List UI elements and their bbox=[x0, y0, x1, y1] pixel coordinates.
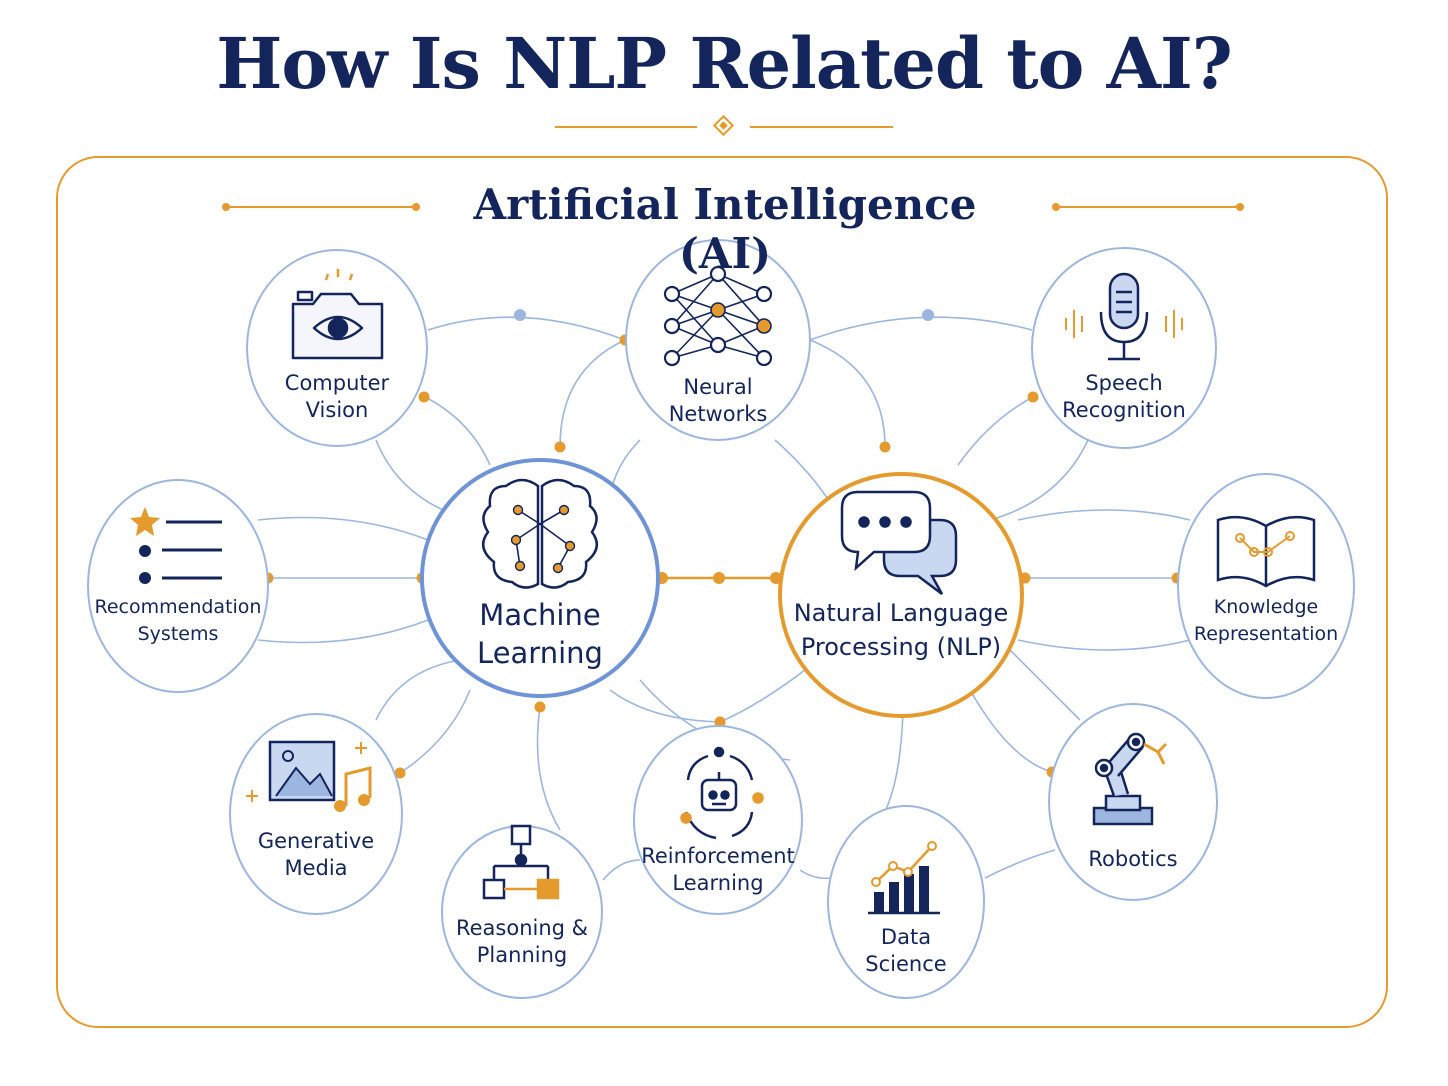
open-book-graph-icon bbox=[1216, 515, 1316, 588]
node-neural-networks: Neural Networks bbox=[668, 375, 768, 426]
bar-chart-trend-icon bbox=[868, 841, 940, 915]
node-computer-vision: Computer Vision bbox=[284, 371, 390, 422]
title-ornament bbox=[555, 114, 893, 137]
nlp-circle bbox=[778, 472, 1024, 718]
ml-nlp-link bbox=[656, 572, 782, 584]
robot-cycle-icon bbox=[680, 746, 764, 840]
node-machine-learning: Machine Learning bbox=[477, 598, 603, 670]
microphone-icon bbox=[1065, 272, 1183, 361]
star-list-icon bbox=[130, 507, 222, 584]
node-generative-media: Generative Media bbox=[257, 829, 375, 880]
node-nlp: Natural Language Processing (NLP) bbox=[793, 599, 1009, 661]
neural-network-icon bbox=[663, 265, 773, 367]
node-reinforcement-learning: Reinforcement Learning bbox=[641, 844, 795, 895]
ml-circle bbox=[420, 458, 660, 698]
ai-container-title: Artificial Intelligence (AI) bbox=[473, 180, 977, 278]
robot-arm-icon bbox=[1092, 732, 1168, 826]
flowchart-icon bbox=[482, 824, 560, 900]
subtitle-ornament bbox=[222, 203, 1244, 211]
node-data-science: Data Science bbox=[865, 925, 947, 976]
node-recommendation-systems: Recommendation Systems bbox=[94, 596, 262, 645]
ai-container-frame bbox=[56, 156, 1388, 1028]
brain-circuit-icon bbox=[481, 478, 599, 589]
node-reasoning-planning: Reasoning & Planning bbox=[455, 916, 589, 967]
node-knowledge-representation: Knowledge Representation bbox=[1193, 596, 1339, 645]
image-music-icon bbox=[246, 740, 372, 812]
chat-bubbles-icon bbox=[840, 490, 958, 595]
node-robotics: Robotics bbox=[1088, 847, 1178, 871]
node-speech-recognition: Speech Recognition bbox=[1062, 371, 1186, 422]
camera-eye-icon bbox=[291, 269, 384, 360]
page-title: How Is NLP Related to AI? bbox=[216, 22, 1233, 105]
